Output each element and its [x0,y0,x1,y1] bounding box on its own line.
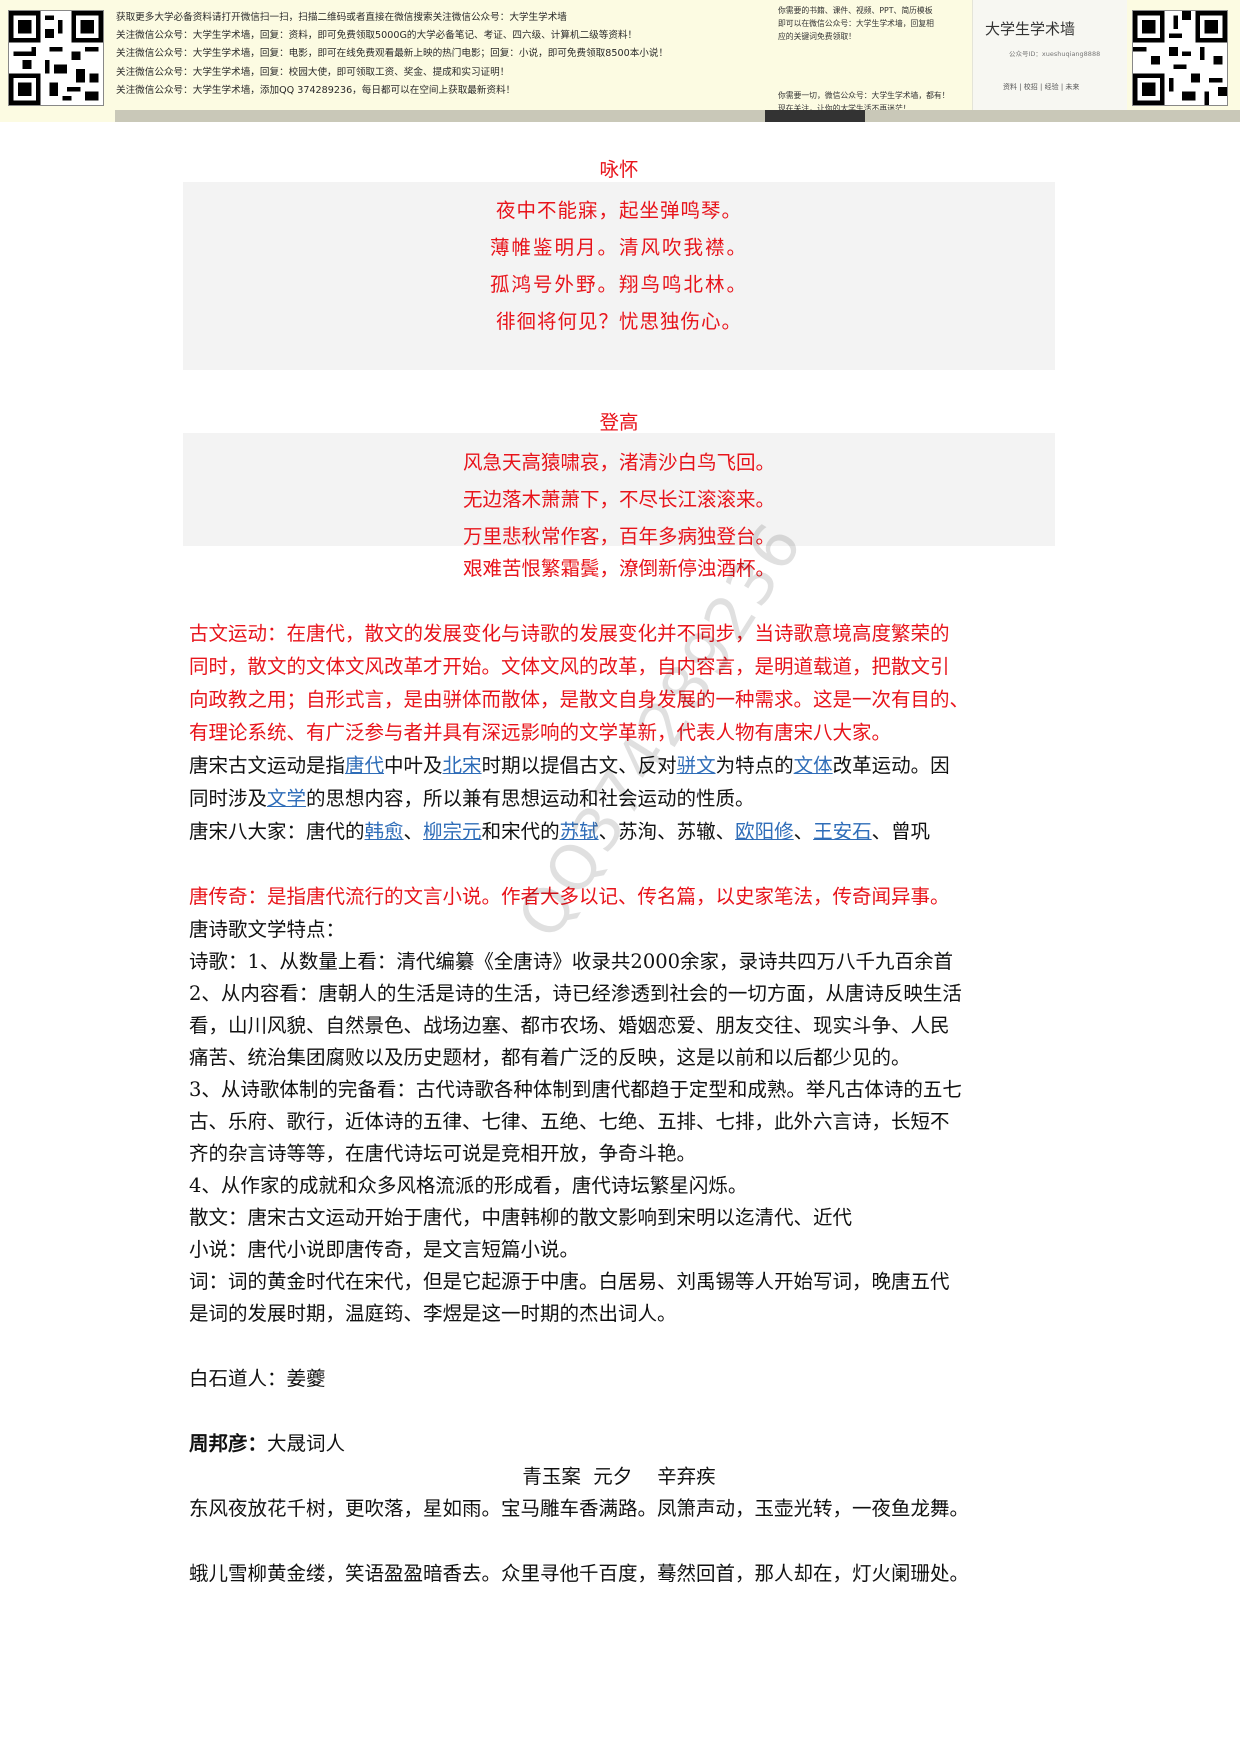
account-name: 大学生学术墙 [985,20,1076,38]
banner-side-line: 你需要的书籍、课件、视频、PPT、简历模板 [778,6,933,15]
tang-line: 唐诗歌文学特点： [189,918,346,941]
poem2-line: 无边落木萧萧下，不尽长江滚滚来。 [462,488,775,511]
zhou-desc: 大晟词人 [267,1432,346,1455]
link-northern-song[interactable]: 北宋 [442,754,482,777]
qr-code-right [1132,10,1228,106]
qr-code-left [8,10,104,106]
link-literature[interactable]: 文学 [267,787,307,810]
guwen-line: 向政教之用；自形式言，是由骈体而散体，是散文自身发展的一种需求。这是一次有目的、 [189,688,970,711]
poem2-line: 艰难苦恨繁霜鬓，潦倒新停浊酒杯。 [462,557,775,580]
tang-line: 看，山川风貌、自然景色、战场边塞、都市农场、婚姻恋爱、朋友交往、现实斗争、人民 [189,1014,950,1037]
text-run: 同时涉及 [189,787,268,810]
text-run: 改革运动。因 [832,754,950,777]
zhou-name: 周邦彦： [189,1432,268,1455]
tang-line: 小说：唐代小说即唐传奇，是文言短篇小说。 [189,1238,580,1261]
tang-line: 古、乐府、歌行，近体诗的五律、七律、五绝、七绝、五排、七排，此外六言诗，长短不 [189,1110,950,1133]
link-tang-dynasty[interactable]: 唐代 [345,754,385,777]
poem1-title: 咏怀 [599,158,639,181]
poem1-line: 徘徊将何见？忧思独伤心。 [495,310,742,333]
tang-line: 齐的杂言诗等等，在唐代诗坛可说是竞相开放，争奇斗艳。 [189,1142,697,1165]
poem2-box [183,433,1055,546]
text-run: 时期以提倡古文、反对 [481,754,677,777]
ci-title: 青玉案 元夕 辛弃疾 [522,1465,716,1488]
tang-line: 痛苦、统治集团腐败以及历史题材，都有着广泛的反映，这是以前和以后都少见的。 [189,1046,911,1069]
zhou-line: 周邦彦：大晟词人 [189,1427,1057,1456]
poem1-line: 孤鸿号外野。翔鸟鸣北林。 [489,273,748,296]
ci-line: 蛾儿雪柳黄金缕，笑语盈盈暗香去。众里寻他千百度，蓦然回首，那人却在，灯火阑珊处。 [189,1562,970,1585]
text-run: 的思想内容，所以兼有思想运动和社会运动的性质。 [306,787,755,810]
account-menu: 资料 | 校招 | 经验 | 未来 [1003,83,1080,91]
wechat-account-card: 大学生学术墙 公众号ID：xueshuqiang8888 资料 | 校招 | 经… [972,0,1127,110]
banner-line: 获取更多大学必备资料请打开微信扫一扫，扫描二维码或者直接在微信搜索关注微信公众号… [116,12,567,23]
banner-side-line: 你需要一切，微信公众号：大学生学术墙，都有！ [778,91,950,100]
poem1-line: 夜中不能寐，起坐弹鸣琴。 [495,199,742,222]
guwen-definition: 唐宋古文运动是指唐代中叶及北宋时期以提倡古文、反对骈文为特点的文体改革运动。因 [189,749,1057,778]
tang-line: 是词的发展时期，温庭筠、李煜是这一时期的杰出词人。 [189,1302,677,1325]
banner-side-line: 应的关键词免费领取！ [778,32,856,41]
text-run: 为特点的 [715,754,794,777]
banner-side-line: 即可以在微信公众号：大学生学术墙，回复相 [778,19,934,28]
tang-line: 诗歌：1、从数量上看：清代编纂《全唐诗》收录共2000余家，录诗共四万八千九百余… [189,950,954,973]
promo-banner: 获取更多大学必备资料请打开微信扫一扫，扫描二维码或者直接在微信搜索关注微信公众号… [0,0,1240,122]
tang-line: 4、从作家的成就和众多风格流派的形成看，唐代诗坛繁星闪烁。 [189,1174,748,1197]
text-run: 、 [793,820,814,843]
banner-text-lines: 获取更多大学必备资料请打开微信扫一扫，扫描二维码或者直接在微信搜索关注微信公众号… [116,9,766,100]
text-run: 唐宋古文运动是指 [189,754,346,777]
banner-line: 关注微信公众号：大学生学术墙，添加QQ 374289236，每日都可以在空间上获… [116,84,516,96]
text-run: 、曾巩 [871,820,931,843]
poem1-box [183,182,1055,370]
link-su-shi[interactable]: 苏轼 [559,820,599,843]
ci-line: 东风夜放花千树，更吹落，星如雨。宝马雕车香满路。凤箫声动，玉壶光转，一夜鱼龙舞。 [189,1497,970,1520]
account-id: 公众号ID：xueshuqiang8888 [1009,50,1101,58]
eight-masters: 唐宋八大家：唐代的韩愈、柳宗元和宋代的苏轼、苏洵、苏辙、欧阳修、王安石、曾巩 [189,815,1057,844]
banner-bottom-strip [115,110,1240,122]
text-run: 、 [403,820,424,843]
guwen-line: 有理论系统、有广泛参与者并具有深远影响的文学革新，代表人物有唐宋八大家。 [189,721,892,744]
banner-line: 关注微信公众号：大学生学术墙，回复：资料，即可免费领取5000G的大学必备笔记、… [116,30,638,42]
link-wang-anshi[interactable]: 王安石 [813,820,872,843]
banner-line: 关注微信公众号：大学生学术墙，回复：校园大使，即可领取工资、奖金、提成和实习证明… [116,66,510,78]
guwen-definition-cont: 同时涉及文学的思想内容，所以兼有思想运动和社会运动的性质。 [189,782,1057,811]
chuanqi-line: 唐传奇：是指唐代流行的文言小说。作者大多以记、传名篇，以史家笔法，传奇闻异事。 [189,885,950,908]
baishi-line: 白石道人：姜夔 [189,1367,326,1390]
text-run: 和宋代的 [481,820,560,843]
banner-side-line: 现在关注，让你的大学生活不再迷茫！ [778,104,911,113]
poem1-line: 薄帷鉴明月。清风吹我襟。 [489,236,748,259]
poem2-line: 风急天高猿啸哀，渚清沙白鸟飞回。 [462,451,775,474]
poem2-title: 登高 [599,411,639,434]
link-han-yu[interactable]: 韩愈 [364,820,404,843]
link-ouyang-xiu[interactable]: 欧阳修 [735,820,794,843]
guwen-line: 古文运动：在唐代，散文的发展变化与诗歌的发展变化并不同步，当诗歌意境高度繁荣的 [189,622,950,645]
banner-side-text: 你需要的书籍、课件、视频、PPT、简历模板 即可以在微信公众号：大学生学术墙，回… [778,4,968,115]
tang-line: 3、从诗歌体制的完备看：古代诗歌各种体制到唐代都趋于定型和成熟。举凡古体诗的五七 [189,1078,962,1101]
link-pianwen[interactable]: 骈文 [676,754,716,777]
poem2-line: 万里悲秋常作客，百年多病独登台。 [462,525,775,548]
tang-line: 词：词的黄金时代在宋代，但是它起源于中唐。白居易、刘禹锡等人开始写词，晚唐五代 [189,1270,950,1293]
banner-line: 关注微信公众号：大学生学术墙，回复：电影，即可在线免费观看最新上映的热门电影；回… [116,48,669,60]
link-wenti[interactable]: 文体 [793,754,833,777]
text-run: 中叶及 [384,754,443,777]
text-run: 唐宋八大家：唐代的 [189,820,365,843]
link-liu-zongyuan[interactable]: 柳宗元 [423,820,482,843]
tang-line: 2、从内容看：唐朝人的生活是诗的生活，诗已经渗透到社会的一切方面，从唐诗反映生活 [189,982,962,1005]
guwen-line: 同时，散文的文体文风改革才开始。文体文风的改革，自内容言，是明道载道，把散文引 [189,655,950,678]
tang-line: 散文：唐宋古文运动开始于唐代，中唐韩柳的散文影响到宋明以迄清代、近代 [189,1206,853,1229]
text-run: 、苏洵、苏辙、 [598,820,736,843]
